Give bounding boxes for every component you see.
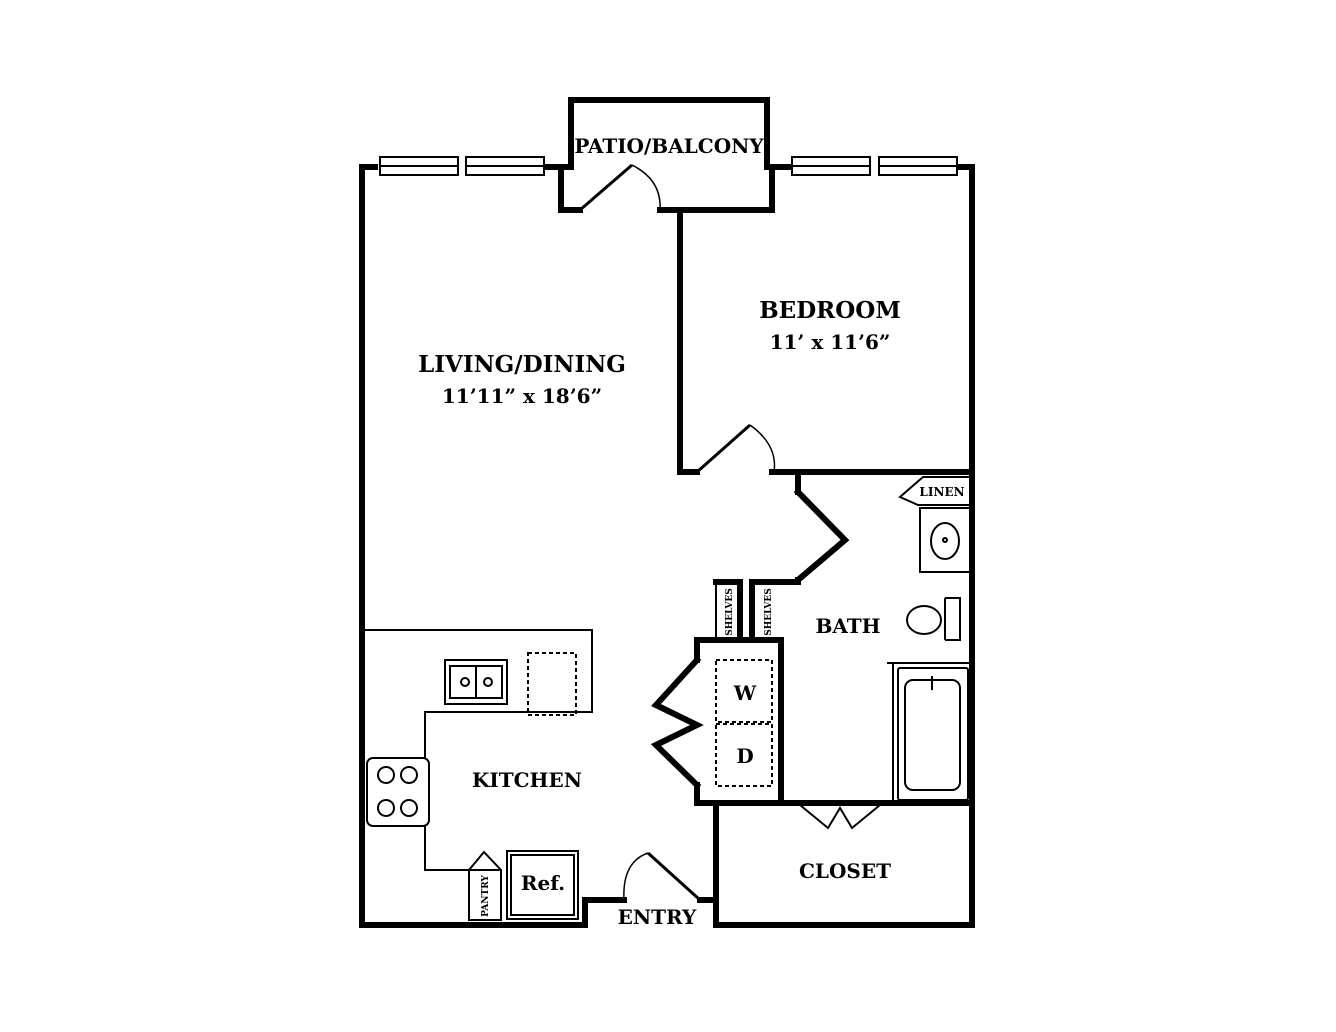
bath-label: BATH <box>815 614 880 638</box>
patio-door <box>579 163 661 212</box>
pantry-label: PANTRY <box>481 875 491 917</box>
entry-door <box>582 851 719 903</box>
dryer-label: D <box>736 744 753 768</box>
exterior-walls <box>359 97 975 928</box>
bathtub <box>897 667 969 801</box>
refrigerator-label: Ref. <box>521 871 565 895</box>
bedroom-walls <box>677 207 975 475</box>
patio-label: PATIO/BALCONY <box>574 134 764 158</box>
linen-label: LINEN <box>919 485 964 499</box>
bedroom-dims: 11’ x 11’6” <box>770 330 891 354</box>
shelves-left-label: SHELVES <box>725 588 735 635</box>
living-dims: 11’11” x 18’6” <box>442 384 602 408</box>
linen-closet <box>898 476 971 573</box>
windows <box>379 156 958 176</box>
living-label: LIVING/DINING <box>418 351 626 378</box>
shelves-right-label: SHELVES <box>764 588 774 635</box>
kitchen-label: KITCHEN <box>472 768 582 792</box>
kitchen-counters <box>362 629 593 921</box>
closet-label: CLOSET <box>799 859 891 883</box>
bath-walls <box>650 469 975 903</box>
washer-label: W <box>733 681 757 705</box>
bedroom-label: BEDROOM <box>759 297 901 324</box>
labels: PATIO/BALCONY LIVING/DINING 11’11” x 18’… <box>418 134 964 929</box>
washer-dryer <box>715 659 773 787</box>
toilet <box>906 597 961 641</box>
entry-label: ENTRY <box>618 905 697 929</box>
